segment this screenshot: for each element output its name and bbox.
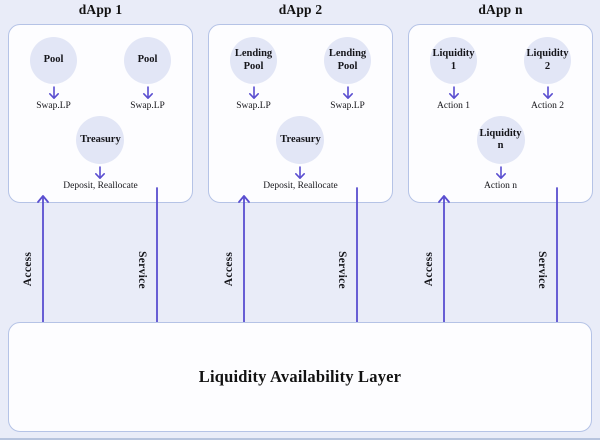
dappn-liquidity-2: Liquidity 2 Action 2: [524, 37, 571, 111]
pool-node: Pool: [124, 37, 171, 84]
node-sublabel: Action 2: [531, 101, 564, 111]
service-down-arrow-icon: [551, 187, 563, 334]
down-arrow-icon: [448, 86, 459, 99]
liquidity-node: Liquidity n: [476, 116, 525, 164]
lending-pool-node: Lending Pool: [324, 37, 371, 84]
dappn-liquidity-1: Liquidity 1 Action 1: [430, 37, 477, 111]
liquidity-availability-layer: Liquidity Availability Layer: [8, 322, 592, 432]
dapp1-pool-1: Pool Swap.LP: [30, 37, 77, 111]
dapp2-lending-pool-1: Lending Pool Swap.LP: [230, 37, 277, 111]
down-arrow-icon: [142, 86, 153, 99]
service-down-arrow-icon: [351, 187, 363, 334]
node-sublabel: Deposit, Reallocate: [63, 181, 138, 191]
node-sublabel: Swap.LP: [130, 101, 165, 111]
service-label: Service: [536, 251, 548, 289]
access-up-arrow-icon: [37, 195, 49, 336]
access-label: Access: [223, 251, 235, 287]
service-label: Service: [336, 251, 348, 289]
node-sublabel: Swap.LP: [36, 101, 71, 111]
node-sublabel: Action n: [484, 181, 517, 191]
node-sublabel: Deposit, Reallocate: [263, 181, 338, 191]
service-down-arrow-icon: [151, 187, 163, 334]
node-sublabel: Swap.LP: [236, 101, 271, 111]
dapp2-panel: Lending Pool Swap.LP Lending Pool Swap.L…: [208, 24, 393, 203]
dappn-liquidity-n: Liquidity n Action n: [476, 116, 525, 191]
dappn-title: dApp n: [478, 2, 523, 17]
down-arrow-icon: [542, 86, 553, 99]
treasury-node: Treasury: [76, 116, 125, 164]
dapp1-panel: Pool Swap.LP Pool Swap.LP Treasury Depos…: [8, 24, 193, 203]
liquidity-node: Liquidity 1: [430, 37, 477, 84]
dapp2-title: dApp 2: [278, 2, 323, 17]
lending-pool-node: Lending Pool: [230, 37, 277, 84]
dapp2-treasury: Treasury Deposit, Reallocate: [263, 116, 338, 191]
access-label: Access: [22, 251, 34, 287]
dapp1-pool-2: Pool Swap.LP: [124, 37, 171, 111]
access-label: Access: [423, 251, 435, 287]
treasury-node: Treasury: [276, 116, 325, 164]
dapp2-lending-pool-2: Lending Pool Swap.LP: [324, 37, 371, 111]
liquidity-node: Liquidity 2: [524, 37, 571, 84]
down-arrow-icon: [342, 86, 353, 99]
down-arrow-icon: [495, 166, 506, 179]
node-sublabel: Swap.LP: [330, 101, 365, 111]
down-arrow-icon: [95, 166, 106, 179]
bottom-layer-title: Liquidity Availability Layer: [198, 367, 402, 386]
service-label: Service: [136, 251, 148, 289]
bottom-edge-line: [0, 438, 600, 440]
node-sublabel: Action 1: [437, 101, 470, 111]
down-arrow-icon: [295, 166, 306, 179]
down-arrow-icon: [48, 86, 59, 99]
dapp1-treasury: Treasury Deposit, Reallocate: [63, 116, 138, 191]
access-up-arrow-icon: [438, 195, 450, 336]
down-arrow-icon: [248, 86, 259, 99]
dappn-panel: Liquidity 1 Action 1 Liquidity 2 Action …: [408, 24, 593, 203]
access-up-arrow-icon: [238, 195, 250, 336]
pool-node: Pool: [30, 37, 77, 84]
dapp1-title: dApp 1: [78, 2, 123, 17]
